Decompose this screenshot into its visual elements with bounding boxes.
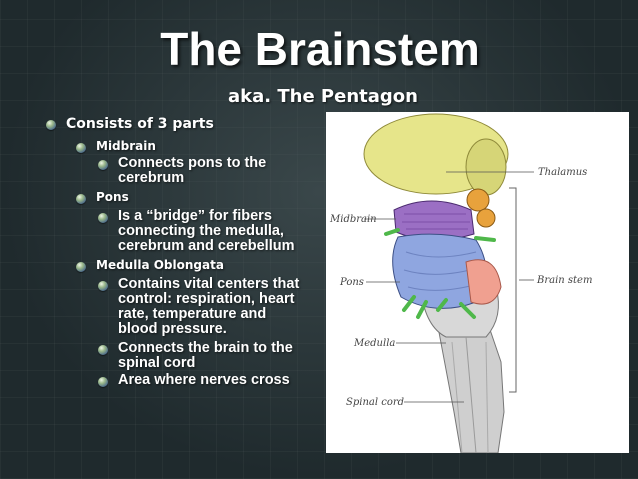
medulla-desc-line: spinal cord — [118, 355, 196, 371]
brain-stem-bracket — [509, 187, 517, 393]
slide-subtitle: aka. The Pentagon — [228, 86, 418, 107]
label-medulla: Medulla — [353, 338, 395, 349]
pons-desc: Is a “bridge” for fibers connecting the … — [98, 208, 295, 254]
medulla-desc-3: Area where nerves cross — [98, 372, 290, 388]
brainstem-diagram: Thalamus Midbrain Pons Brain stem Medull… — [326, 112, 629, 454]
bullet-icon — [76, 262, 86, 272]
label-spinal-cord: Spinal cord — [346, 397, 404, 408]
label-brain-stem: Brain stem — [536, 275, 592, 286]
bullet-icon — [76, 143, 86, 153]
pons-label: Pons — [96, 190, 129, 204]
label-pons: Pons — [339, 277, 364, 288]
bullet-icon — [46, 120, 56, 130]
pons-desc-line: connecting the medulla, — [118, 223, 284, 239]
midbrain-label: Midbrain — [96, 139, 156, 153]
midbrain-desc: Connects pons to the cerebrum — [98, 155, 267, 186]
label-midbrain: Midbrain — [329, 214, 377, 225]
bullet-main: Consists of 3 parts — [46, 116, 214, 132]
colliculus-shape — [466, 188, 490, 212]
bullet-pons: Pons — [76, 190, 129, 204]
midbrain-desc-line: cerebrum — [118, 170, 185, 186]
bullet-icon — [98, 213, 108, 223]
pons-desc-line: Is a “bridge” for fibers — [118, 208, 272, 224]
bullet-midbrain: Midbrain — [76, 139, 156, 153]
label-thalamus: Thalamus — [538, 167, 587, 178]
medulla-desc-2: Connects the brain to the spinal cord — [98, 340, 293, 371]
cranial-nerves — [384, 228, 496, 319]
medulla-desc-line: blood pressure. — [118, 321, 227, 337]
bullet-icon — [98, 377, 108, 387]
pons-desc-line: cerebrum and cerebellum — [118, 238, 295, 254]
bullet-icon — [98, 281, 108, 291]
bullet-icon — [98, 160, 108, 170]
brainstem-illustration: Thalamus Midbrain Pons Brain stem Medull… — [329, 113, 592, 454]
bullet-icon — [76, 194, 86, 204]
slide-title: The Brainstem — [160, 23, 480, 75]
midbrain-desc-line: Connects pons to the — [118, 155, 267, 171]
medulla-desc-line: Contains vital centers that — [118, 276, 300, 292]
medulla-desc-line: control: respiration, heart — [118, 291, 295, 307]
medulla-desc-line: Area where nerves cross — [118, 372, 290, 388]
medulla-desc-line: rate, temperature and — [118, 306, 267, 322]
bullet-medulla: Medulla Oblongata — [76, 258, 224, 272]
bullet-main-text: Consists of 3 parts — [66, 116, 214, 132]
bullet-list: Consists of 3 parts Midbrain Connects po… — [46, 116, 300, 388]
bullet-icon — [98, 345, 108, 355]
peduncle-shape — [465, 259, 502, 305]
medulla-desc-line: Connects the brain to the — [118, 340, 293, 356]
medulla-label: Medulla Oblongata — [96, 258, 224, 272]
medulla-desc-1: Contains vital centers that control: res… — [98, 276, 300, 337]
